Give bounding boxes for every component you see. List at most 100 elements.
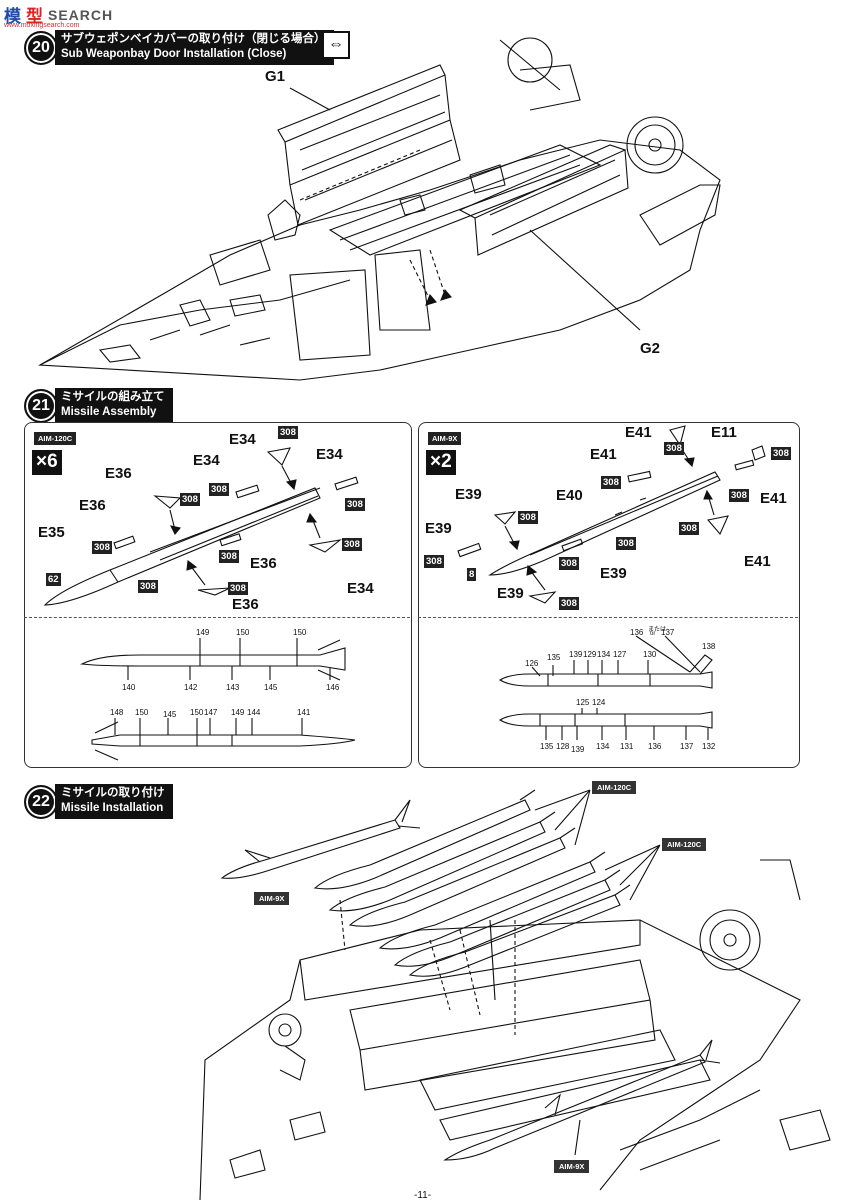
decal-146: 146 xyxy=(326,683,340,692)
aim120c-tag-upper: AIM-120C xyxy=(592,781,637,794)
decal-144: 144 xyxy=(247,708,261,717)
decal-149: 149 xyxy=(231,708,245,717)
aim9x-assembly-panel xyxy=(418,422,800,768)
decal-132: 132 xyxy=(702,742,716,751)
aim120c-part-e34-c: E34 xyxy=(316,446,343,463)
step-22-title: ミサイルの取り付け Missile Installation xyxy=(55,784,173,819)
decal-139: 139 xyxy=(569,650,583,659)
paint-8: 8 xyxy=(467,568,477,581)
paint-308: 308 xyxy=(92,541,112,554)
decal-134: 134 xyxy=(596,742,610,751)
decal-150: 150 xyxy=(135,708,149,717)
decal-134: 134 xyxy=(597,650,611,659)
paint-308: 308 xyxy=(278,426,298,439)
decal-or-jp: または xyxy=(648,627,667,633)
paint-62: 62 xyxy=(46,573,61,586)
aim120c-tag: AIM-120C xyxy=(34,432,77,445)
decal-126: 126 xyxy=(525,659,539,668)
paint-308: 308 xyxy=(664,442,684,455)
paint-308: 308 xyxy=(559,557,579,570)
aim9x-part-e41-a: E41 xyxy=(625,424,652,441)
decal-145: 145 xyxy=(264,683,278,692)
part-label-g2: G2 xyxy=(640,340,661,357)
aim120c-part-e36-c: E36 xyxy=(250,555,277,572)
paint-308: 308 xyxy=(616,537,636,550)
decal-136: 136 xyxy=(648,742,662,751)
aim120c-part-e34-a: E34 xyxy=(229,431,256,448)
watermark-url: www.moxingsearch.com xyxy=(4,22,80,29)
decal-145: 145 xyxy=(163,710,177,719)
paint-308: 308 xyxy=(345,498,365,511)
paint-308: 308 xyxy=(342,538,362,551)
decal-137: 137 xyxy=(680,742,694,751)
step-21-title: ミサイルの組み立て Missile Assembly xyxy=(55,388,173,423)
step-22-badge: 22 xyxy=(24,784,58,819)
step-20-title-en: Sub Weaponbay Door Installation (Close) xyxy=(61,48,287,60)
paint-308: 308 xyxy=(228,582,248,595)
watermark-brand: SEARCH xyxy=(48,6,114,23)
aim9x-part-e40: E40 xyxy=(556,487,583,504)
both-sides-arrow-icon: ⇔ xyxy=(322,31,350,59)
aim120c-tag-lower: AIM-120C xyxy=(662,838,707,851)
decal-129: 129 xyxy=(583,650,597,659)
watermark-logo: 模 xyxy=(4,7,22,27)
aim120c-part-e34-b: E34 xyxy=(193,452,220,469)
decal-130: 130 xyxy=(643,650,657,659)
aim120c-part-e34-d: E34 xyxy=(347,580,374,597)
step-20-title: サブウェポンベイカバーの取り付け（閉じる場合） Sub Weaponbay Do… xyxy=(55,30,334,65)
paint-308: 308 xyxy=(601,476,621,489)
decal-149: 149 xyxy=(196,628,210,637)
watermark-logo-red: 型 xyxy=(26,7,44,27)
step-21-title-jp: ミサイルの組み立て xyxy=(61,391,165,403)
aim9x-part-e41-c: E41 xyxy=(760,490,787,507)
panel-divider xyxy=(418,617,798,618)
paint-308: 308 xyxy=(219,550,239,563)
step-20-header: 20 サブウェポンベイカバーの取り付け（閉じる場合） Sub Weaponbay… xyxy=(24,30,334,65)
aim9x-part-e39-a: E39 xyxy=(455,486,482,503)
aim9x-part-e41-b: E41 xyxy=(590,446,617,463)
panel-divider xyxy=(24,617,410,618)
decal-147: 147 xyxy=(204,708,218,717)
decal-128: 128 xyxy=(556,742,570,751)
paint-308: 308 xyxy=(138,580,158,593)
decal-125: 125 xyxy=(576,698,590,707)
step-22-title-jp: ミサイルの取り付け xyxy=(61,787,165,799)
decal-139: 139 xyxy=(571,745,585,754)
step-22-title-en: Missile Installation xyxy=(61,802,164,814)
aim9x-part-e39-d: E39 xyxy=(497,585,524,602)
page-number: -11- xyxy=(414,1190,432,1201)
aim120c-part-e36-a: E36 xyxy=(105,465,132,482)
step-20-title-jp: サブウェポンベイカバーの取り付け（閉じる場合） xyxy=(61,33,326,45)
aim120c-part-e36-b: E36 xyxy=(79,497,106,514)
paint-308: 308 xyxy=(559,597,579,610)
aim9x-part-e39-b: E39 xyxy=(425,520,452,537)
step-20-badge: 20 xyxy=(24,30,58,65)
decal-148: 148 xyxy=(110,708,124,717)
paint-308: 308 xyxy=(679,522,699,535)
step-21-title-en: Missile Assembly xyxy=(61,406,157,418)
aim9x-part-e41-d: E41 xyxy=(744,553,771,570)
paint-308: 308 xyxy=(180,493,200,506)
decal-135: 135 xyxy=(540,742,554,751)
paint-308: 308 xyxy=(771,447,791,460)
decal-127: 127 xyxy=(613,650,627,659)
decal-150: 150 xyxy=(236,628,250,637)
decal-150: 150 xyxy=(293,628,307,637)
paint-308: 308 xyxy=(518,511,538,524)
decal-136: 136 xyxy=(630,628,644,637)
step-21-header: 21 ミサイルの組み立て Missile Assembly xyxy=(24,388,173,423)
aim120c-part-e36-d: E36 xyxy=(232,596,259,613)
decal-135: 135 xyxy=(547,653,561,662)
decal-140: 140 xyxy=(122,683,136,692)
decal-142: 142 xyxy=(184,683,198,692)
decal-141: 141 xyxy=(297,708,311,717)
step-22-header: 22 ミサイルの取り付け Missile Installation xyxy=(24,784,173,819)
aim9x-count: ×2 xyxy=(426,450,456,475)
decal-150: 150 xyxy=(190,708,204,717)
decal-138: 138 xyxy=(702,642,716,651)
step-21-badge: 21 xyxy=(24,388,58,423)
decal-or: or xyxy=(650,631,656,637)
aim9x-part-e11: E11 xyxy=(711,424,737,441)
aim9x-tag: AIM-9X xyxy=(428,432,462,445)
paint-308: 308 xyxy=(729,489,749,502)
